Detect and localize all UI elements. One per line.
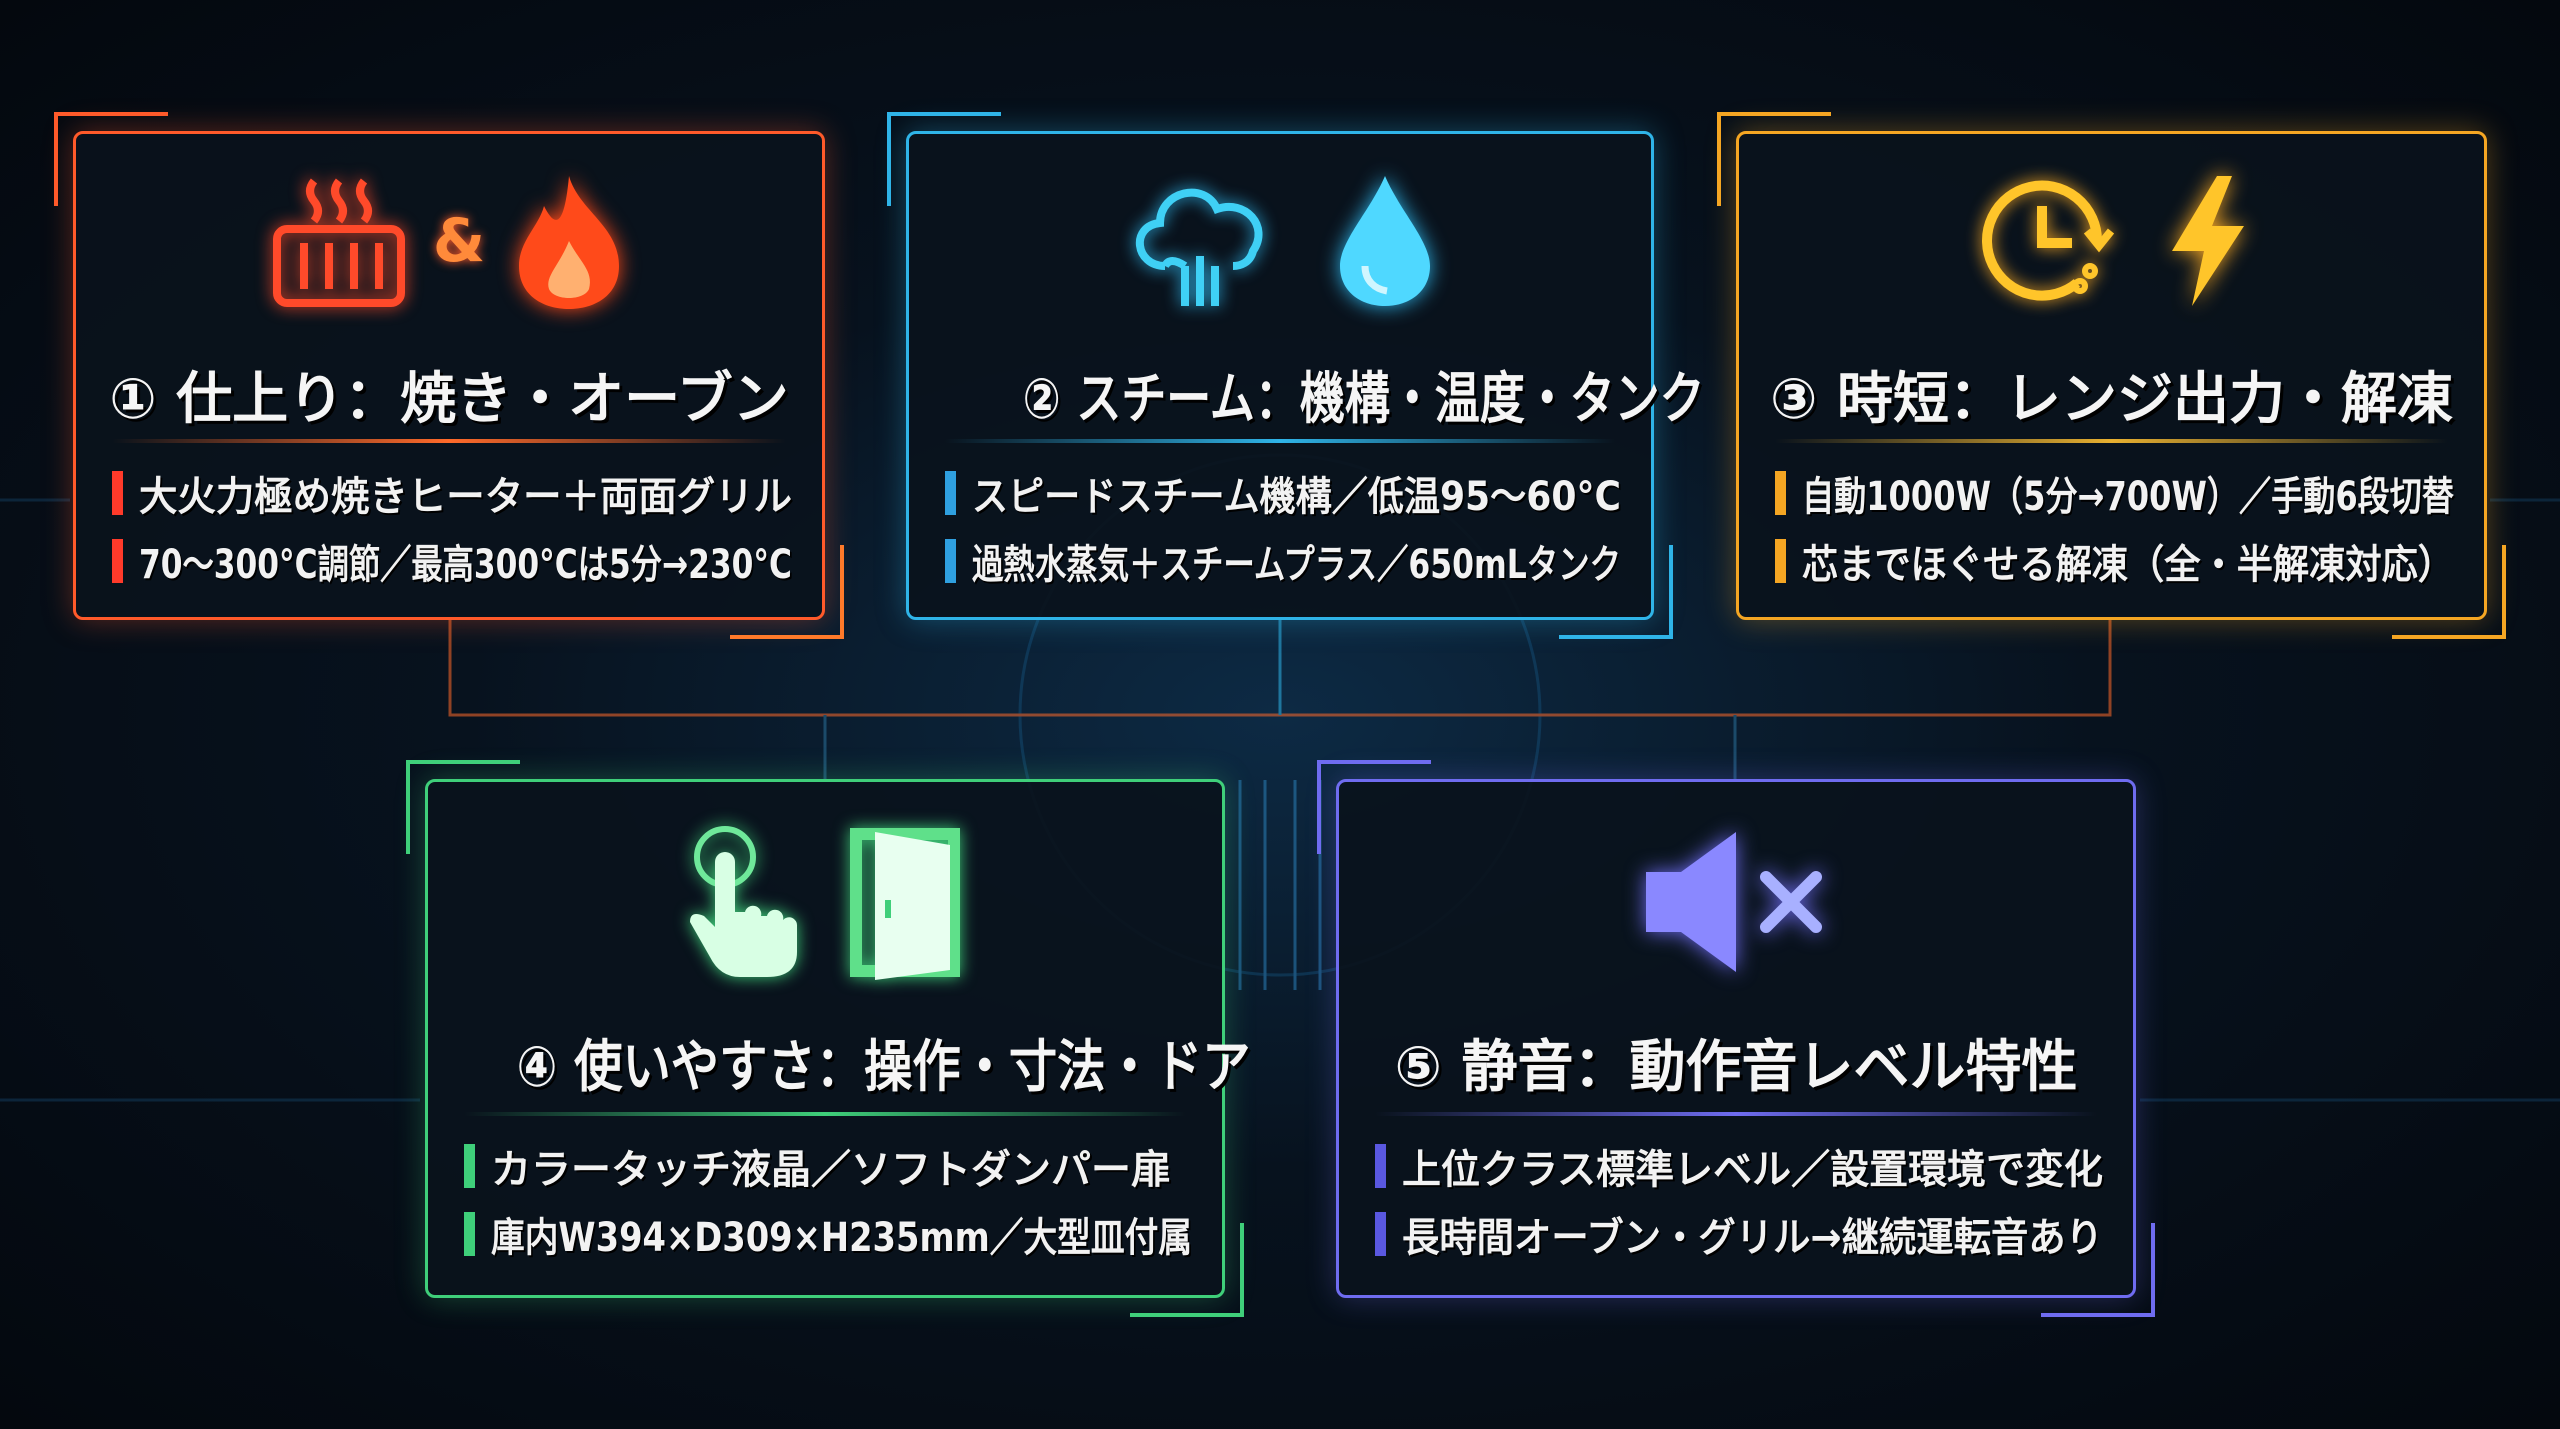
corner-accent: [54, 112, 168, 206]
heater-icon: [272, 178, 405, 307]
card-icons: [909, 166, 1651, 316]
bullet-text: スピードスチーム機構／低温95〜60°C: [972, 474, 1621, 520]
card-title-text: ① 仕上り：焼き・オーブン: [109, 367, 789, 432]
divider: [112, 439, 786, 443]
bullet-text: カラータッチ液晶／ソフトダンパー扉: [491, 1147, 1171, 1193]
corner-accent: [730, 545, 844, 639]
bullet-text: 70〜300°C調節／最高300°Cは5分→230°C: [139, 542, 793, 588]
card-title: ⑤ 静音：動作音レベル特性: [1369, 1022, 2103, 1103]
bullet-item: 長時間オーブン・グリル→継続運転音あり: [1375, 1200, 2103, 1268]
steam-cloud-icon: [1135, 188, 1263, 306]
bullet-item: カラータッチ液晶／ソフトダンパー扉: [464, 1132, 1192, 1200]
card-time-saving: ③ 時短：レンジ出力・解凍 自動1000W（5分→700W）／手動6段切替 芯ま…: [1717, 112, 2506, 639]
card-title: ② スチーム：機構・温度・タンク: [939, 354, 1705, 435]
card-title-text: ④ 使いやすさ：操作・寸法・ドア: [516, 1035, 1251, 1100]
corner-accent: [1317, 760, 1431, 854]
divider: [1775, 439, 2448, 443]
corner-accent: [2392, 545, 2506, 639]
bullet-item: 自動1000W（5分→700W）／手動6段切替: [1775, 459, 2454, 527]
card-usability: ④ 使いやすさ：操作・寸法・ドア カラータッチ液晶／ソフトダンパー扉 庫内W39…: [406, 760, 1250, 1317]
clock-icon: [1981, 180, 2114, 301]
bullet-item: 庫内W394×D309×H235mm／大型皿付属: [464, 1200, 1192, 1268]
divider: [464, 1112, 1186, 1116]
bullet-text: 自動1000W（5分→700W）／手動6段切替: [1802, 474, 2454, 520]
card-title: ④ 使いやすさ：操作・寸法・ドア: [458, 1022, 1250, 1103]
card-title-text: ③ 時短：レンジ出力・解凍: [1770, 367, 2453, 432]
card-quietness: ⑤ 静音：動作音レベル特性 上位クラス標準レベル／設置環境で変化 長時間オーブン…: [1317, 760, 2155, 1317]
corner-accent: [1130, 1223, 1244, 1317]
ampersand-text: &: [432, 206, 486, 276]
bullet-text: 芯までほぐせる解凍（全・半解凍対応）: [1802, 542, 2455, 588]
bullet-text: 長時間オーブン・グリル→継続運転音あり: [1402, 1215, 2104, 1261]
card-icons: [1739, 166, 2484, 316]
card-icons: [1339, 817, 2133, 987]
divider: [945, 439, 1615, 443]
card-title-text: ② スチーム：機構・温度・タンク: [1022, 367, 1705, 432]
bullet-item: 大火力極め焼きヒーター＋両面グリル: [112, 459, 792, 527]
card-baking: & ① 仕上り：焼き・オーブン 大火力極め焼きヒーター＋両面グリル 70〜300…: [54, 112, 844, 639]
card-title-text: ⑤ 静音：動作音レベル特性: [1394, 1035, 2078, 1100]
bullet-text: 庫内W394×D309×H235mm／大型皿付属: [491, 1215, 1193, 1261]
door-icon: [850, 827, 960, 980]
corner-accent: [887, 112, 1001, 206]
divider: [1375, 1112, 2097, 1116]
lightning-icon: [2171, 176, 2244, 306]
bullet-text: 大火力極め焼きヒーター＋両面グリル: [139, 474, 793, 520]
corner-accent: [406, 760, 520, 854]
card-icons: &: [76, 166, 822, 316]
corner-accent: [2041, 1223, 2155, 1317]
flame-icon: [519, 176, 620, 309]
bullet-text: 上位クラス標準レベル／設置環境で変化: [1402, 1147, 2104, 1193]
card-steam: ② スチーム：機構・温度・タンク スピードスチーム機構／低温95〜60°C 過熱…: [887, 112, 1705, 639]
card-title: ① 仕上り：焼き・オーブン: [106, 354, 792, 435]
card-icons: [428, 817, 1222, 987]
water-drop-icon: [1340, 176, 1430, 306]
bullet-item: 上位クラス標準レベル／設置環境で変化: [1375, 1132, 2103, 1200]
bullet-item: 芯までほぐせる解凍（全・半解凍対応）: [1775, 527, 2454, 595]
card-title: ③ 時短：レンジ出力・解凍: [1769, 354, 2454, 435]
bullet-item: 過熱水蒸気＋スチームプラス／650mLタンク: [945, 527, 1621, 595]
speaker-mute-icon: [1646, 832, 1822, 972]
touch-hand-icon: [690, 826, 798, 977]
bullet-item: 70〜300°C調節／最高300°Cは5分→230°C: [112, 527, 792, 595]
bullet-item: スピードスチーム機構／低温95〜60°C: [945, 459, 1621, 527]
corner-accent: [1717, 112, 1831, 206]
corner-accent: [1559, 545, 1673, 639]
bullet-text: 過熱水蒸気＋スチームプラス／650mLタンク: [972, 542, 1622, 588]
